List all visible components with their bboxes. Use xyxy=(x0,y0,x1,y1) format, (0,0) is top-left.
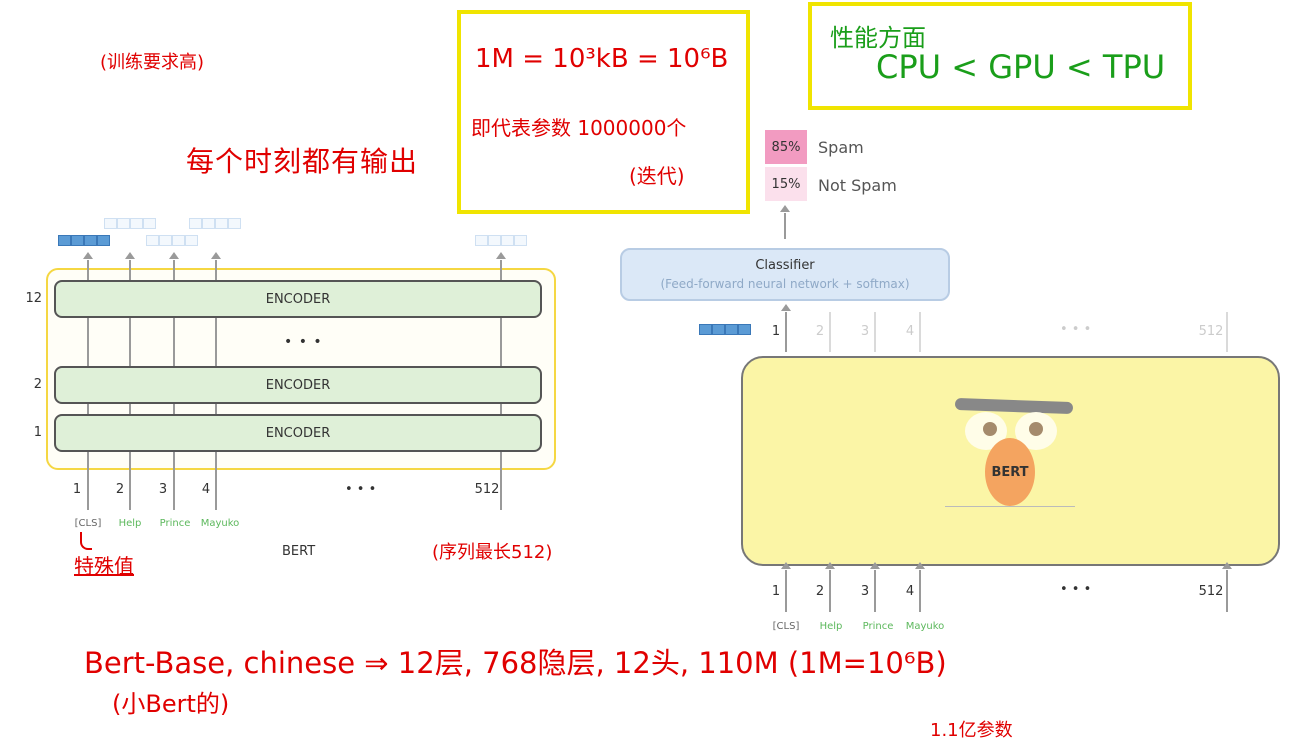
output-vector-4 xyxy=(189,218,241,229)
layer-number-1: 1 xyxy=(33,425,42,440)
token-number-3: 3 xyxy=(158,482,168,497)
classifier-box: Classifier (Feed-forward neural network … xyxy=(620,248,950,301)
right-token-mayuko: Mayuko xyxy=(905,621,945,632)
pos-top-1: 1 xyxy=(771,324,781,339)
token-word-help: Help xyxy=(118,518,142,529)
token-word-prince: Prince xyxy=(159,518,191,529)
pos-bottom-4: 4 xyxy=(905,584,915,599)
every-moment-output-note: 每个时刻都有输出 xyxy=(186,145,419,178)
pos-top-4: 4 xyxy=(905,324,915,339)
pos-top-ellipsis: • • • xyxy=(1060,322,1092,337)
not-spam-probability-box: 15% xyxy=(765,167,807,201)
bert-right-pupil xyxy=(1029,422,1043,436)
bert-eyebrows xyxy=(954,397,1074,415)
token-word-cls: [CLS] xyxy=(74,518,102,529)
token-ellipsis: • • • xyxy=(345,482,377,497)
bert-label: BERT xyxy=(991,464,1029,480)
unit-note-box: 1M = 10³kB = 10⁶B 即代表参数 1000000个 (迭代) xyxy=(457,10,750,214)
layer-number-2: 2 xyxy=(33,377,42,392)
small-bert-note: (小Bert的) xyxy=(112,690,230,718)
pos-line-512-top xyxy=(1226,312,1228,352)
pos-line-1-top xyxy=(785,312,787,352)
pos-line-3-bottom xyxy=(874,570,876,612)
pos-line-512-bottom xyxy=(1226,570,1228,612)
bert-caption: BERT xyxy=(282,544,316,559)
cls-output-vector xyxy=(58,235,110,246)
right-token-prince: Prince xyxy=(862,621,894,632)
sequence-max-note: (序列最长512) xyxy=(432,542,553,563)
encoder-layer-2: ENCODER xyxy=(54,366,542,404)
pos-line-1-bottom xyxy=(785,570,787,612)
unit-line-2: 即代表参数 1000000个 xyxy=(471,116,687,140)
performance-title: 性能方面 xyxy=(830,24,926,52)
spam-label: Spam xyxy=(818,138,864,157)
pos-top-512: 512 xyxy=(1198,324,1224,339)
special-value-note: 特殊值 xyxy=(74,554,134,578)
pos-top-2: 2 xyxy=(815,324,825,339)
bert-nose: BERT xyxy=(985,438,1035,506)
token-number-2: 2 xyxy=(115,482,125,497)
bert-left-pupil xyxy=(983,422,997,436)
right-token-help: Help xyxy=(819,621,843,632)
pos-line-4-top xyxy=(919,312,921,352)
pos-bottom-ellipsis: • • • xyxy=(1060,582,1092,597)
right-token-cls: [CLS] xyxy=(772,621,800,632)
pos-bottom-3: 3 xyxy=(860,584,870,599)
performance-note-box: 性能方面 CPU < GPU < TPU xyxy=(808,2,1192,110)
encoder-layer-1: ENCODER xyxy=(54,414,542,452)
pos-bottom-512: 512 xyxy=(1198,584,1224,599)
classifier-subtitle: (Feed-forward neural network + softmax) xyxy=(660,277,910,291)
spam-probability-box: 85% xyxy=(765,130,807,164)
layer-number-12: 12 xyxy=(25,291,42,306)
output-vector-3 xyxy=(146,235,198,246)
token-number-4: 4 xyxy=(201,482,211,497)
pos-top-3: 3 xyxy=(860,324,870,339)
pos-bottom-2: 2 xyxy=(815,584,825,599)
layers-ellipsis: • • • xyxy=(284,334,323,350)
pos-line-3-top xyxy=(874,312,876,352)
params-note: 1.1亿参数 xyxy=(930,720,1013,741)
unit-line-3: (迭代) xyxy=(629,164,685,188)
pos-line-2-bottom xyxy=(829,570,831,612)
classifier-title: Classifier xyxy=(755,258,815,273)
classifier-to-output-line xyxy=(784,213,786,239)
pos-line-4-bottom xyxy=(919,570,921,612)
output-vector-2 xyxy=(104,218,156,229)
pos-bottom-1: 1 xyxy=(771,584,781,599)
token-word-mayuko: Mayuko xyxy=(200,518,240,529)
output-vector-512 xyxy=(475,235,527,246)
token-number-1: 1 xyxy=(72,482,82,497)
cls-vector-right xyxy=(699,324,751,335)
encoder-layer-12: ENCODER xyxy=(54,280,542,318)
bert-mouth xyxy=(945,506,1075,507)
performance-text: CPU < GPU < TPU xyxy=(876,48,1166,86)
pos-line-2-top xyxy=(829,312,831,352)
unit-line-1: 1M = 10³kB = 10⁶B xyxy=(475,44,729,74)
training-requirement-note: (训练要求高) xyxy=(100,52,205,73)
bert-base-note: Bert-Base, chinese ⇒ 12层, 768隐层, 12头, 11… xyxy=(84,646,947,680)
token-number-512: 512 xyxy=(474,482,500,497)
special-value-arrow xyxy=(80,532,92,550)
not-spam-label: Not Spam xyxy=(818,176,897,195)
bert-model-box: BERT xyxy=(741,356,1280,566)
